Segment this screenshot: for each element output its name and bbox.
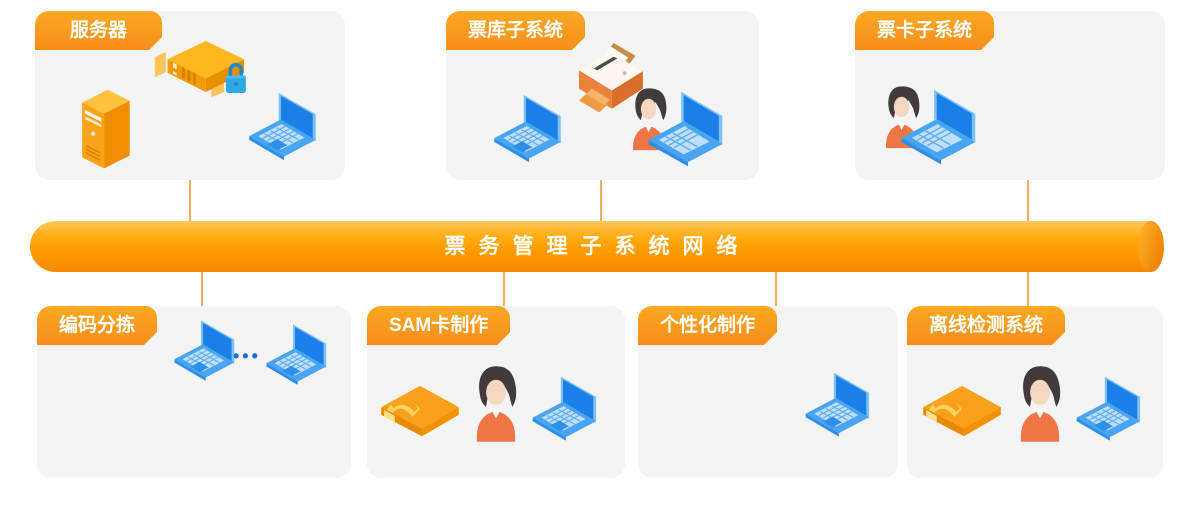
personalization-box: 个性化制作 [638,306,898,478]
laptop-icon [1071,376,1143,442]
sam-card-box: SAM卡制作 [367,306,625,478]
operator-icon [469,362,523,446]
connector-line [189,180,191,221]
ellipsis-icon: ••• [233,346,261,366]
laptop-icon [488,95,564,163]
server-box: 服务器 [35,11,345,180]
connector-line [503,272,505,306]
network-bus-label: 票务管理子系统网络 [444,235,751,258]
personalization-box-label: 个性化制作 [638,306,777,345]
connector-line [1027,180,1029,221]
rack-server-lock-icon [153,39,255,105]
offline-detection-box: 离线检测系统 [907,306,1163,478]
offline-detection-box-label: 离线检测系统 [907,306,1065,345]
encoding-sorting-box-label: 编码分拣 [37,306,157,345]
laptop-icon [527,376,599,442]
network-bus-end-cap [1138,221,1164,272]
laptop-icon [243,93,319,161]
server-box-label: 服务器 [35,11,162,50]
operator-laptop-icon [628,85,724,169]
card-reader-icon [917,380,1007,442]
ticket-depot-box: 票库子系统 [446,11,759,180]
ticket-card-box: 票卡子系统 [855,11,1165,180]
connector-line [1027,272,1029,306]
laptop-icon [800,372,872,438]
network-bus: 票务管理子系统网络 [30,221,1152,272]
operator-icon [1013,362,1067,446]
encoding-sorting-box: 编码分拣 ••• [37,306,351,478]
laptop-icon [169,320,237,382]
operator-laptop-icon [881,83,977,167]
ticket-depot-box-label: 票库子系统 [446,11,585,50]
card-reader-icon [375,380,465,442]
connector-line [775,272,777,306]
tower-server-icon [73,89,137,171]
sam-card-box-label: SAM卡制作 [367,306,510,345]
laptop-icon [261,324,329,386]
connector-line [201,272,203,306]
ticket-card-box-label: 票卡子系统 [855,11,994,50]
connector-line [600,180,602,221]
